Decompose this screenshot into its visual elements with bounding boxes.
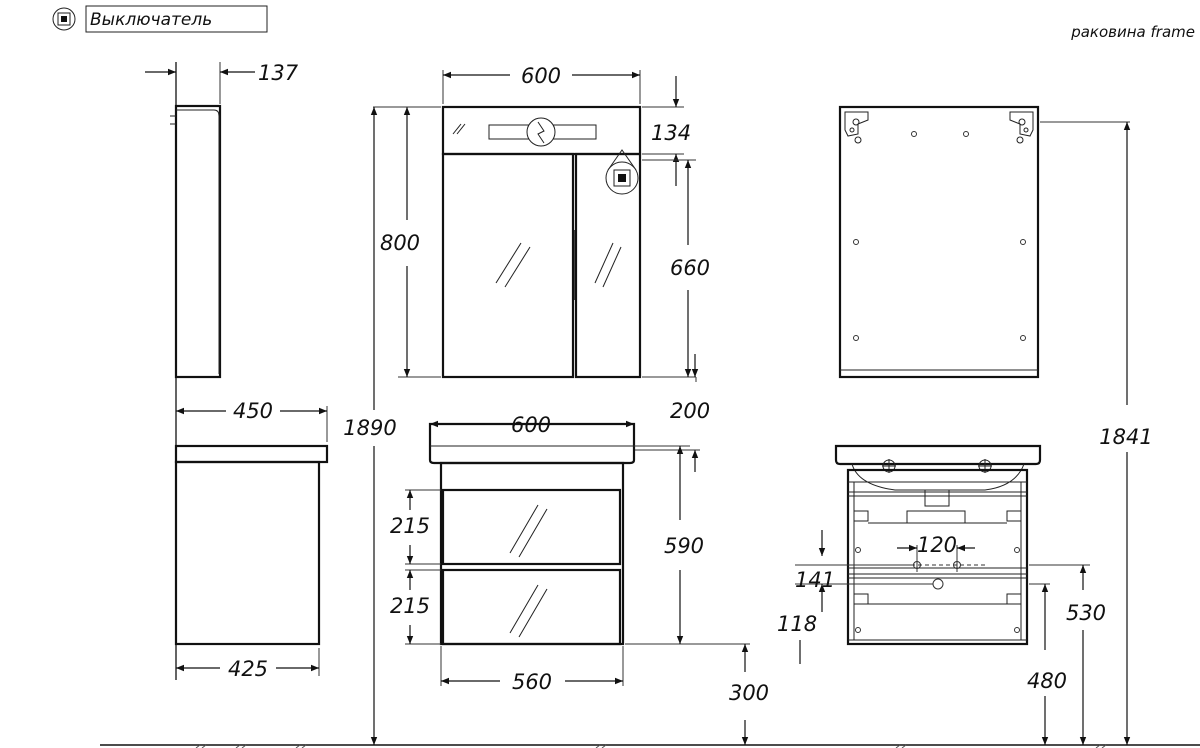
rear-sink-cabinet: 120 141 118 530 480 <box>777 444 1106 745</box>
dim-rear-total-group: 1841 <box>1099 122 1153 745</box>
rear-mirror-cabinet <box>838 105 1130 379</box>
dim-rear-total-height: 1841 <box>1099 425 1152 449</box>
dim-side-sink-depth: 450 <box>233 399 273 423</box>
side-sink <box>174 444 329 464</box>
dim-floor-clearance: 300 <box>729 681 769 705</box>
dim-side-mirror-depth: 137 <box>258 61 299 85</box>
dim-drawer-top: 215 <box>390 514 430 538</box>
side-mirror-cabinet <box>174 104 222 379</box>
front-mirror-cabinet: 600 800 134 <box>380 64 710 472</box>
rear-cabinet <box>846 468 1029 646</box>
front-sink <box>428 422 636 465</box>
dim-mirror-width: 600 <box>521 64 561 88</box>
switch-core-icon <box>61 16 67 22</box>
dim-sink-width: 600 <box>511 413 551 437</box>
legend-box <box>85 5 268 33</box>
rear-sink <box>834 444 1042 466</box>
dim-cabinet-height: 590 <box>664 534 704 558</box>
rear-mirror-back <box>838 105 1040 379</box>
drawer-bottom <box>441 568 622 646</box>
side-view: 137 450 425 <box>145 61 329 681</box>
dim-upper-mount: 530 <box>1066 601 1106 625</box>
dim-side-cabinet-depth: 425 <box>228 657 268 681</box>
drawer-top <box>441 488 622 566</box>
dim-cabinet-width: 560 <box>512 670 552 694</box>
dim-total-height-group: 1890 <box>343 106 441 745</box>
front-sink-cabinet: 600 215 215 590 560 <box>390 413 769 745</box>
dim-drain-height: 118 <box>777 612 817 636</box>
switch-square-icon <box>57 12 71 26</box>
dim-pipe-spacing: 120 <box>917 533 957 557</box>
side-cabinet <box>174 460 321 646</box>
dim-pipe-height: 141 <box>795 568 835 592</box>
legend: Выключатель <box>52 5 268 33</box>
left-mirror-door <box>441 152 575 379</box>
right-mirror-door <box>574 152 642 379</box>
dim-gap-mirror-sink: 200 <box>670 399 710 423</box>
hanger-right-icon <box>1009 111 1034 144</box>
dim-drawer-bottom: 215 <box>390 594 430 618</box>
dim-door-height: 660 <box>670 256 710 280</box>
dim-light-panel-height: 134 <box>651 121 691 145</box>
lightning-icon <box>537 121 545 144</box>
product-title: раковина frame <box>1070 23 1195 41</box>
dim-mirror-height: 800 <box>380 231 420 255</box>
hanger-left-icon <box>844 111 869 144</box>
dim-total-height: 1890 <box>343 416 396 440</box>
dim-lower-mount: 480 <box>1027 669 1067 693</box>
legend-label: Выключатель <box>90 10 212 30</box>
switch-circle-icon <box>52 7 76 31</box>
